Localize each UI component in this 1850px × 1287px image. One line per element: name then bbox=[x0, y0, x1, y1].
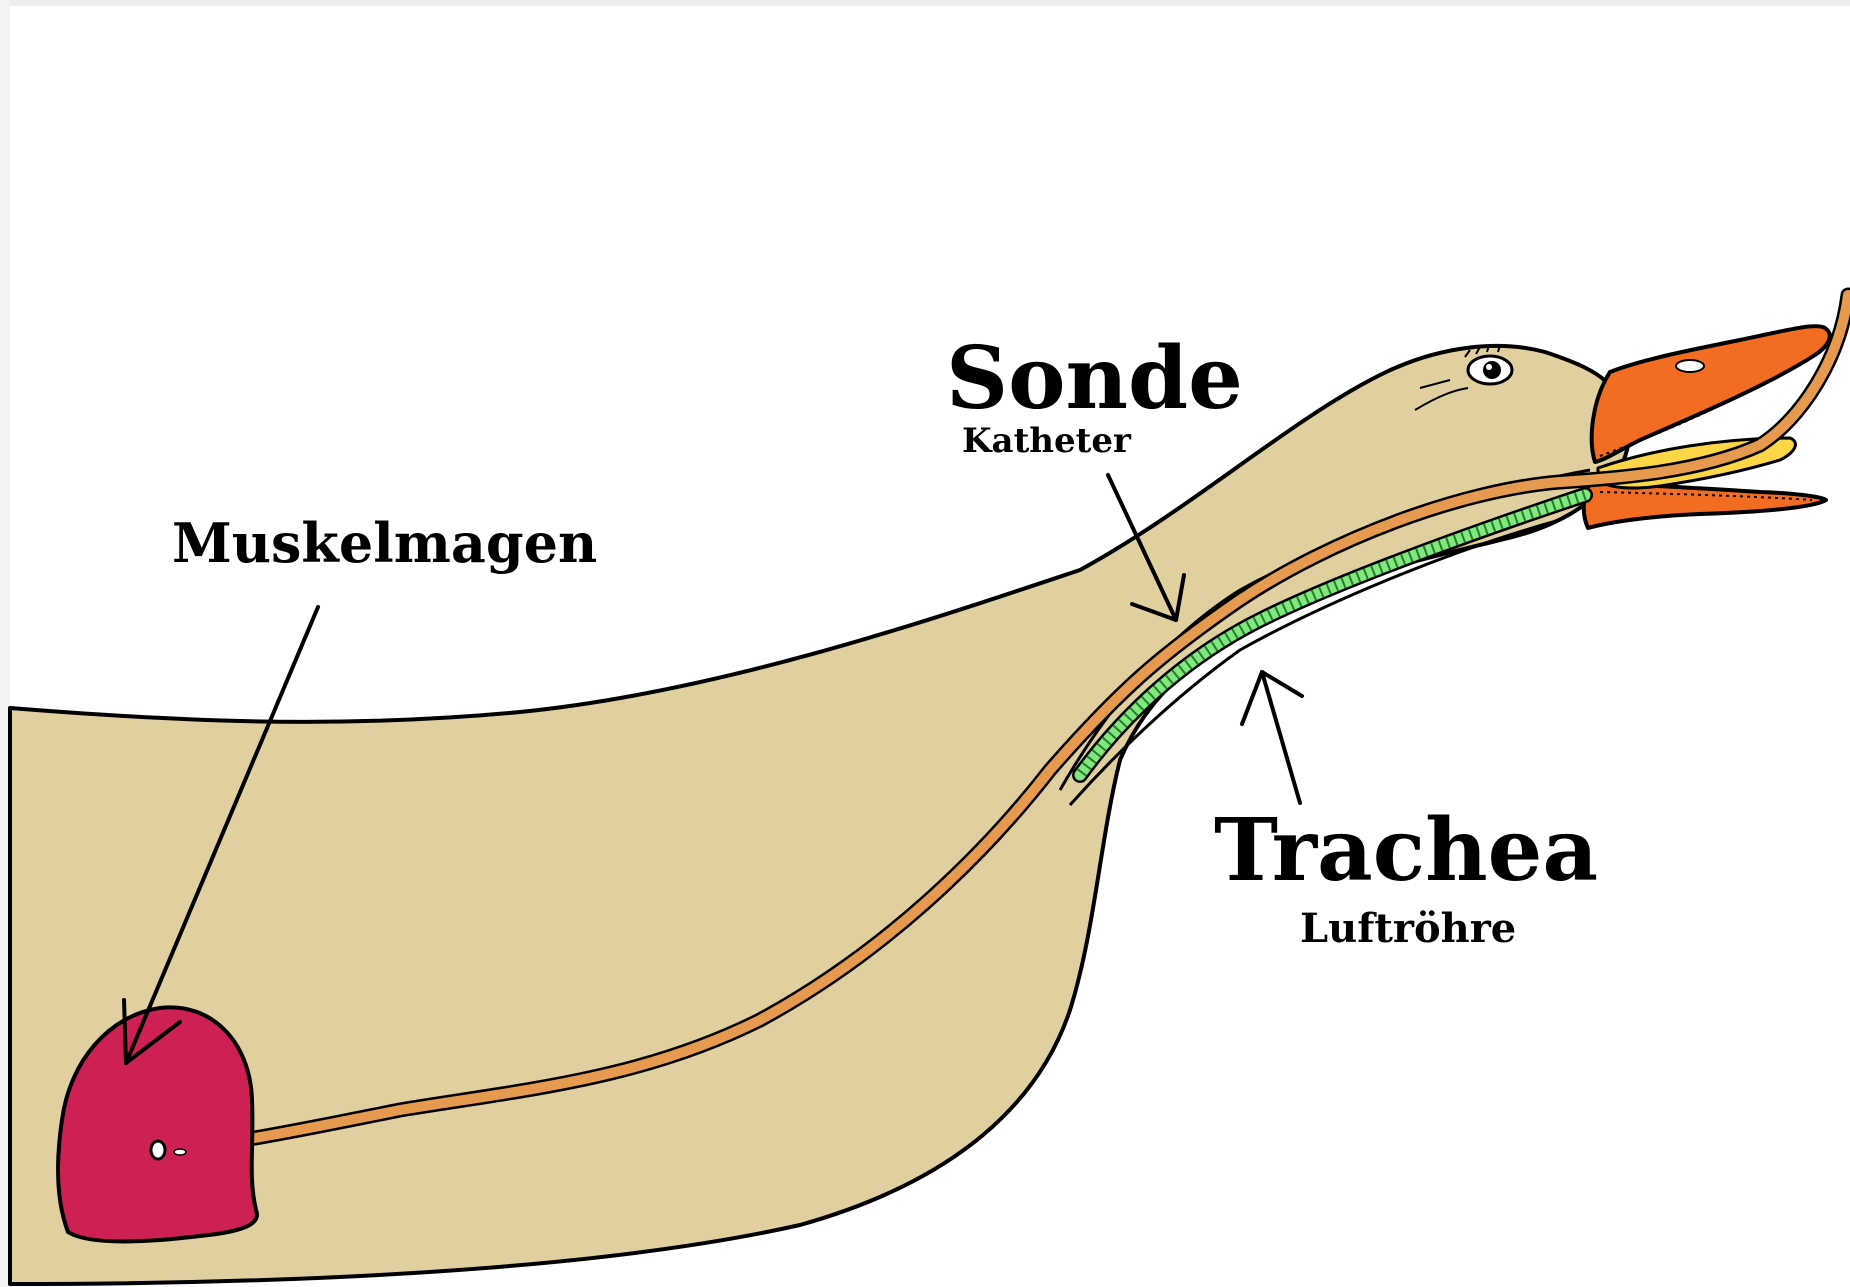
top-border bbox=[0, 0, 1850, 6]
label-trachea: Trachea bbox=[1214, 800, 1598, 901]
lower-bill bbox=[1584, 484, 1826, 528]
feeding-tube-tip bbox=[151, 1141, 165, 1159]
label-muskelmagen: Muskelmagen bbox=[172, 511, 597, 575]
label-luftroehre: Luftröhre bbox=[1300, 905, 1516, 952]
feeding-tube-opening bbox=[174, 1149, 186, 1155]
nostril bbox=[1676, 360, 1704, 372]
trachea-arrow-icon bbox=[1242, 672, 1302, 803]
label-sonde: Sonde bbox=[946, 328, 1243, 429]
label-katheter: Katheter bbox=[962, 421, 1132, 461]
